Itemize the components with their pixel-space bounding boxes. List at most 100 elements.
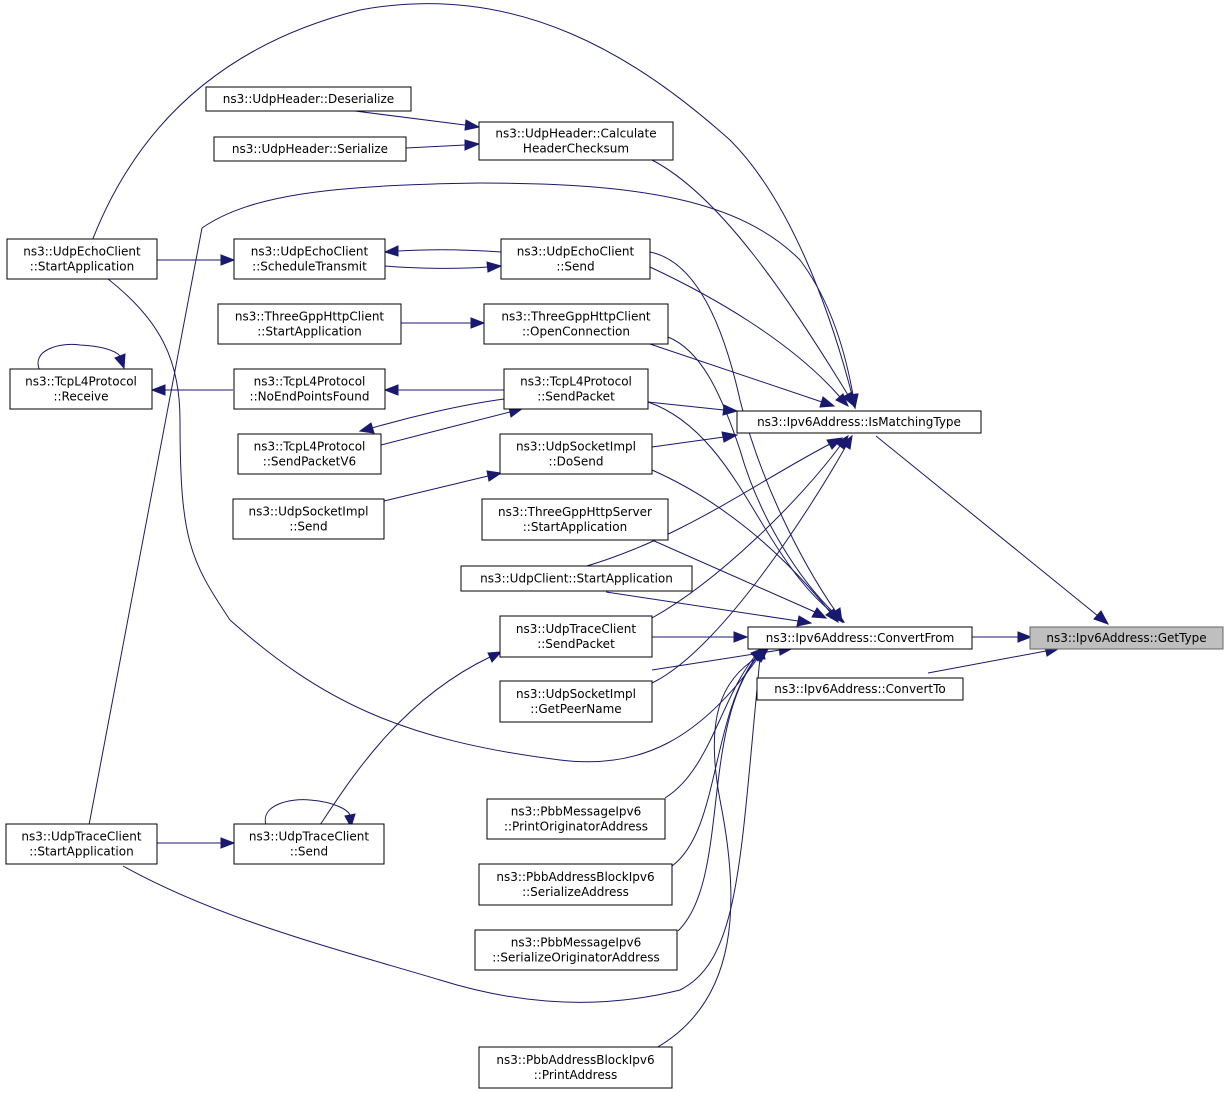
node-ismatching[interactable]: ns3::Ipv6Address::IsMatchingType	[736, 410, 982, 434]
node-label: ::SendPacketV6	[263, 455, 356, 469]
edge-peer-to-ismatching	[651, 434, 853, 684]
node-label: ns3::UdpHeader::Deserialize	[223, 92, 394, 106]
node-box	[747, 626, 973, 650]
node-label: ::StartApplication	[257, 325, 361, 339]
node-box	[500, 238, 651, 280]
edge-tracesendpkt-to-convertfrom	[652, 631, 749, 643]
node-label: ns3::UdpTraceClient	[21, 830, 141, 844]
node-label: ::PrintAddress	[534, 1068, 617, 1082]
node-box	[213, 136, 407, 162]
node-convertfrom[interactable]: ns3::Ipv6Address::ConvertFrom	[747, 626, 973, 650]
edge-httpstart-to-httpopen	[401, 317, 486, 329]
node-tcp-sendv6[interactable]: ns3::TcpL4Protocol::SendPacketV6	[237, 433, 382, 475]
edge-tcpsend-to-tcpnoend	[383, 384, 504, 396]
node-label: ns3::PbbMessageIpv6	[511, 936, 642, 950]
edge-socksend-to-dosend	[383, 470, 503, 502]
node-label: ns3::PbbAddressBlockIpv6	[496, 870, 654, 884]
node-label: ns3::UdpSocketImpl	[249, 505, 369, 519]
node-http-start[interactable]: ns3::ThreeGppHttpClient::StartApplicatio…	[217, 303, 402, 345]
edge-deser-to-calc	[354, 110, 481, 131]
node-box	[478, 121, 674, 161]
edge-echostart-to-ismatching	[88, 3, 858, 410]
node-label: ::SerializeOriginatorAddress	[492, 951, 659, 965]
node-tcp-noend[interactable]: ns3::TcpL4Protocol::NoEndPointsFound	[233, 368, 386, 410]
node-convertto[interactable]: ns3::Ipv6Address::ConvertTo	[756, 677, 964, 701]
node-trace-start[interactable]: ns3::UdpTraceClient::StartApplication	[5, 823, 158, 865]
node-label: HeaderChecksum	[523, 142, 629, 156]
edge-pbbblkprint-to-convertfrom	[655, 648, 770, 1049]
edge-httpsrv-to-convertfrom	[651, 539, 828, 619]
node-trace-sendpkt[interactable]: ns3::UdpTraceClient::SendPacket	[499, 615, 653, 658]
edge-dosend-to-convertfrom	[651, 469, 839, 624]
node-box	[233, 238, 386, 280]
node-label: ::Send	[289, 520, 327, 534]
node-trace-send[interactable]: ns3::UdpTraceClient::Send	[233, 823, 385, 865]
node-sock-send[interactable]: ns3::UdpSocketImpl::Send	[232, 498, 385, 540]
edge-dosend-to-ismatching	[651, 431, 739, 448]
node-label: ::GetPeerName	[530, 702, 621, 716]
node-label: ::Send	[290, 845, 328, 859]
node-box	[483, 303, 669, 345]
node-pbb-msg-ser[interactable]: ns3::PbbMessageIpv6::SerializeOriginator…	[474, 929, 678, 971]
node-box	[205, 86, 412, 112]
edge-tcpsend-to-ismatching	[647, 401, 739, 416]
node-label: ns3::UdpHeader::Calculate	[495, 127, 656, 141]
node-sock-dosend[interactable]: ns3::UdpSocketImpl::DoSend	[499, 433, 653, 475]
node-label: ::DoSend	[549, 455, 604, 469]
node-label: ::Receive	[53, 390, 108, 404]
node-box	[481, 498, 669, 541]
node-label: ns3::Ipv6Address::IsMatchingType	[757, 415, 961, 429]
node-label: ns3::UdpTraceClient	[249, 830, 369, 844]
node-box	[233, 823, 385, 865]
edge-tracestart-to-ismatching	[88, 182, 859, 826]
node-label: ns3::ThreeGppHttpClient	[235, 310, 385, 324]
edge-tcpsend-to-tcpsendv6	[358, 398, 505, 434]
edge-tcprecv-self	[37, 343, 126, 372]
node-label: ::SerializeAddress	[522, 885, 629, 899]
node-label: ::StartApplication	[30, 260, 134, 274]
node-echo-send[interactable]: ns3::UdpEchoClient::Send	[500, 238, 651, 280]
node-box	[478, 863, 673, 906]
edge-tracesend-to-tracesendpkt	[319, 651, 503, 826]
node-label: ns3::Ipv6Address::ConvertTo	[774, 682, 945, 696]
node-udph-ser[interactable]: ns3::UdpHeader::Serialize	[213, 136, 407, 162]
node-udpclient-start[interactable]: ns3::UdpClient::StartApplication	[460, 565, 693, 592]
node-tcp-recv[interactable]: ns3::TcpL4Protocol::Receive	[9, 368, 153, 410]
node-label: ns3::UdpEchoClient	[23, 245, 141, 259]
node-label: ns3::ThreeGppHttpServer	[498, 505, 652, 519]
call-edges	[37, 3, 1110, 1049]
node-label: ns3::TcpL4Protocol	[25, 375, 137, 389]
node-pbb-blk-print[interactable]: ns3::PbbAddressBlockIpv6::PrintAddress	[478, 1046, 673, 1089]
node-box	[9, 368, 153, 410]
edge-tracestart-to-tracesend	[157, 837, 236, 849]
node-box	[217, 303, 402, 345]
node-pbb-blk-ser[interactable]: ns3::PbbAddressBlockIpv6::SerializeAddre…	[478, 863, 673, 906]
node-label: ns3::TcpL4Protocol	[520, 375, 632, 389]
node-udph-deser[interactable]: ns3::UdpHeader::Deserialize	[205, 86, 412, 112]
edge-echosend-to-ismatching	[649, 266, 849, 408]
node-label: ns3::UdpEchoClient	[251, 245, 369, 259]
node-label: ::PrintOriginatorAddress	[504, 820, 648, 834]
node-httpsrv-start[interactable]: ns3::ThreeGppHttpServer::StartApplicatio…	[481, 498, 669, 541]
node-pbb-msg-print[interactable]: ns3::PbbMessageIpv6::PrintOriginatorAddr…	[486, 798, 666, 840]
node-label: ns3::UdpEchoClient	[517, 245, 635, 259]
edge-convertto-to-gettype	[927, 645, 1060, 674]
node-echo-sched[interactable]: ns3::UdpEchoClient::ScheduleTransmit	[233, 238, 386, 280]
node-label: ns3::UdpHeader::Serialize	[232, 142, 388, 156]
edge-ismatching-to-gettype	[875, 435, 1110, 625]
node-box	[486, 798, 666, 840]
node-label: ns3::ThreeGppHttpClient	[501, 310, 651, 324]
node-sock-peer[interactable]: ns3::UdpSocketImpl::GetPeerName	[499, 680, 653, 723]
node-tcp-send[interactable]: ns3::TcpL4Protocol::SendPacket	[503, 368, 649, 410]
node-box	[499, 615, 653, 658]
node-label: ::NoEndPointsFound	[250, 390, 370, 404]
node-echo-start[interactable]: ns3::UdpEchoClient::StartApplication	[6, 238, 158, 280]
node-gettype[interactable]: ns3::Ipv6Address::GetType	[1029, 626, 1224, 650]
node-box	[6, 238, 158, 280]
node-http-open[interactable]: ns3::ThreeGppHttpClient::OpenConnection	[483, 303, 669, 345]
node-label: ns3::PbbMessageIpv6	[511, 805, 642, 819]
node-label: ns3::Ipv6Address::ConvertFrom	[766, 631, 955, 645]
node-box	[736, 410, 982, 434]
